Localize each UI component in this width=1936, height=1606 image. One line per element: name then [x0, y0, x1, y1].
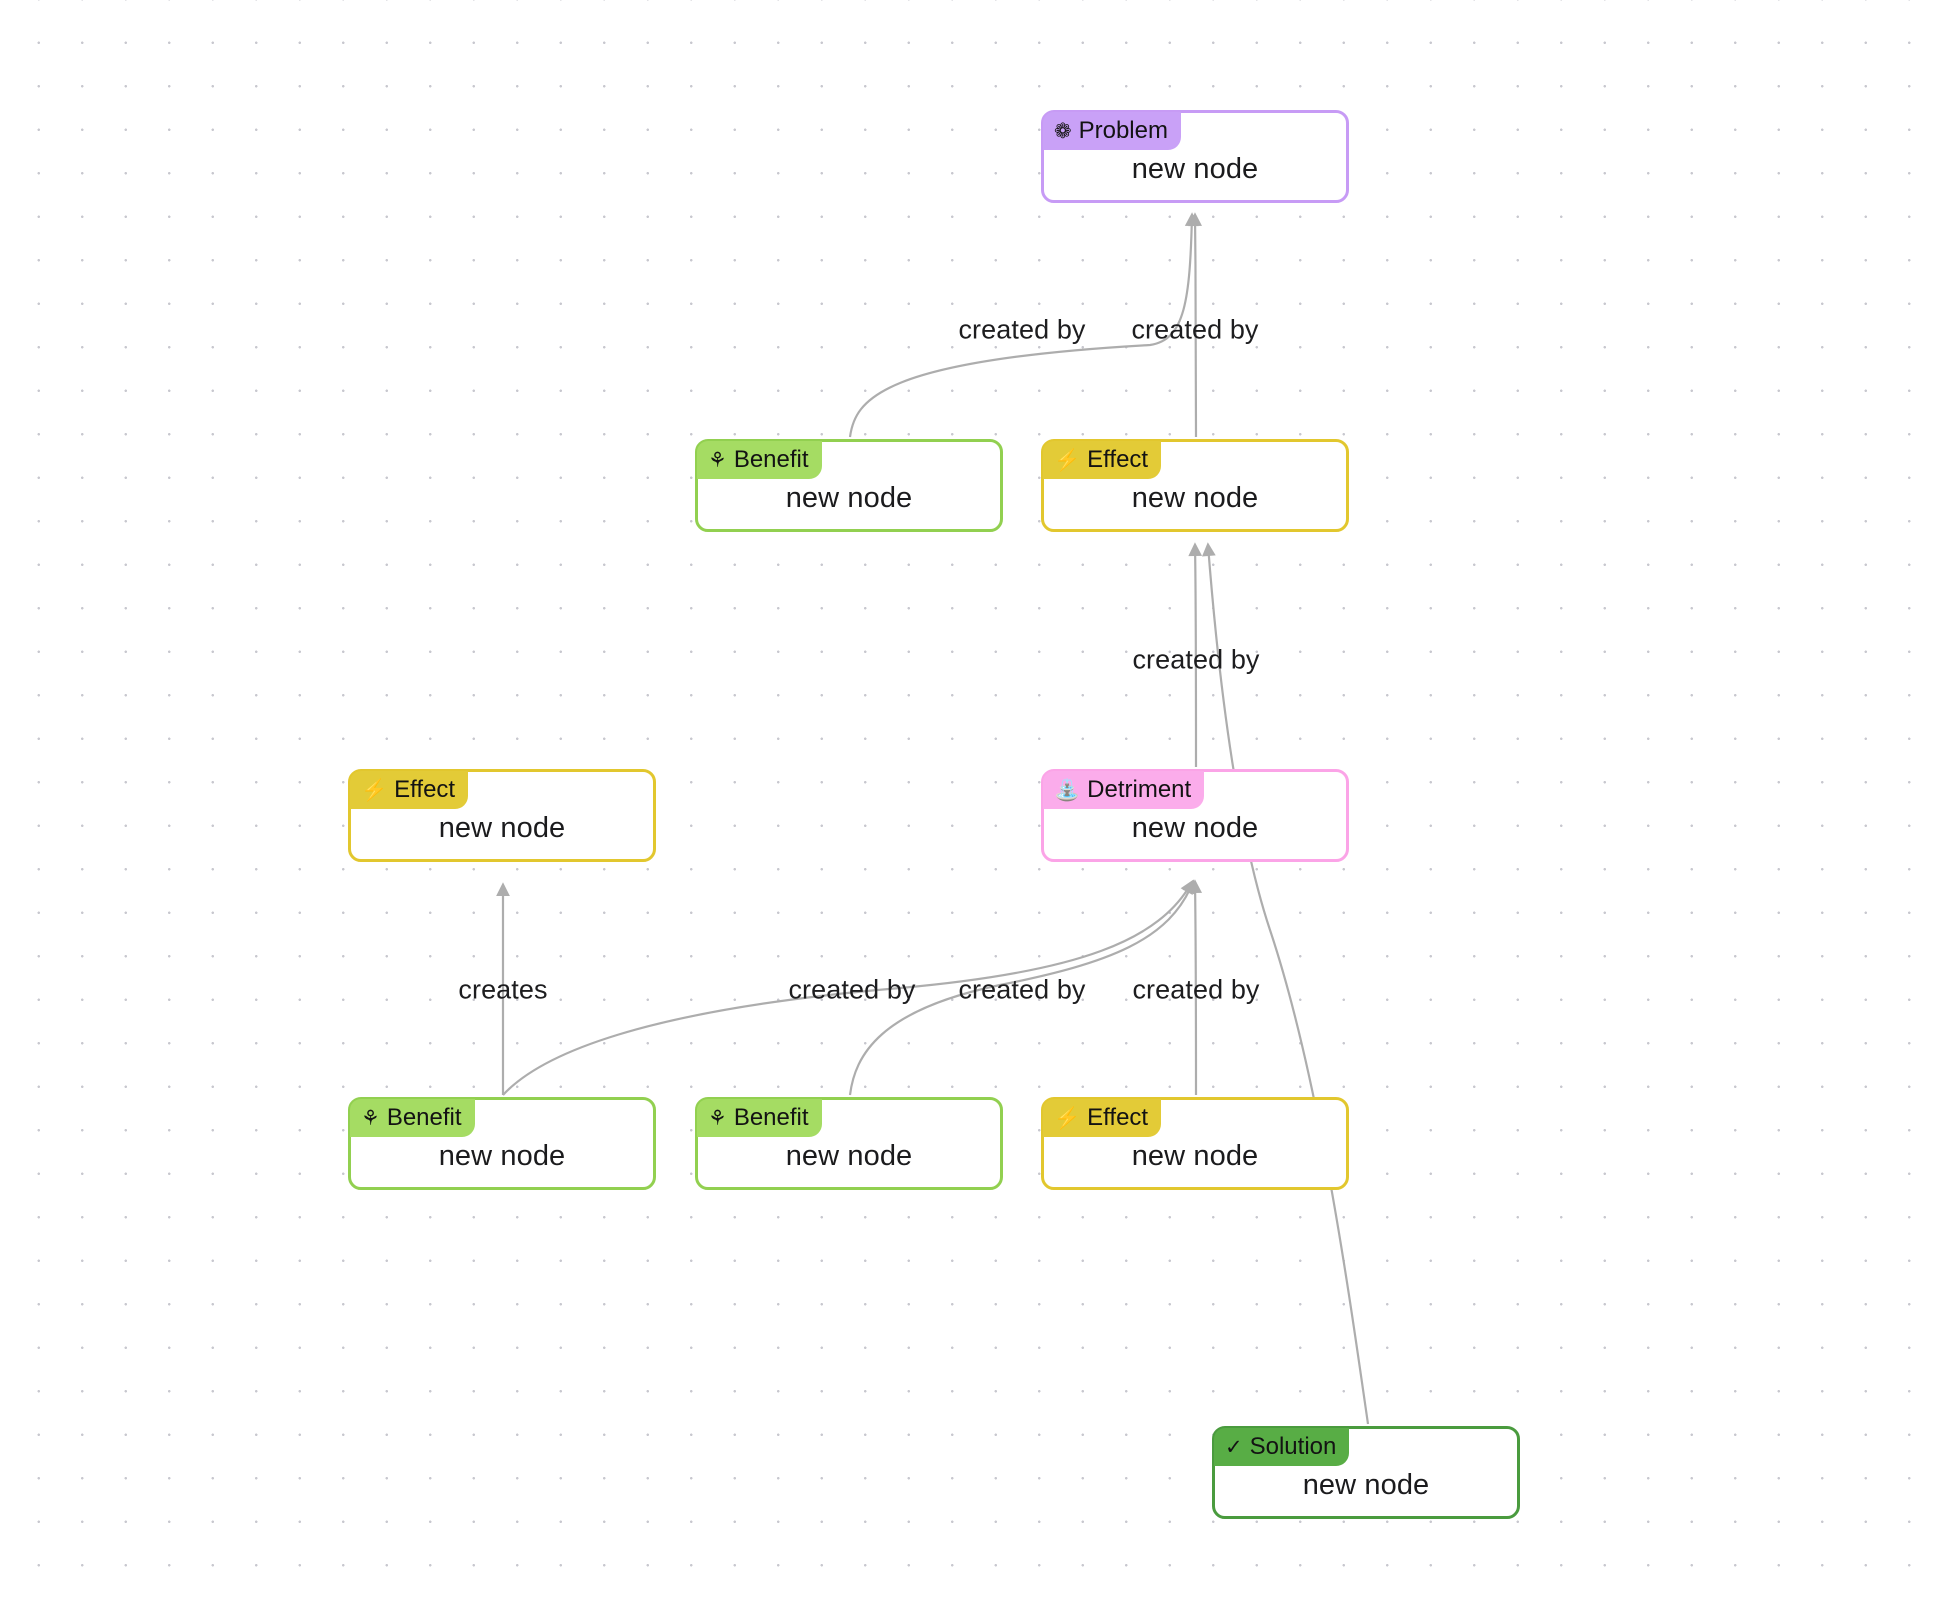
- node-type-badge[interactable]: ❁Problem: [1043, 112, 1181, 150]
- node-text[interactable]: new node: [438, 812, 566, 844]
- node-text[interactable]: new node: [438, 1140, 566, 1172]
- flooded-house-icon: ⛲: [1054, 778, 1081, 802]
- node-type-badge[interactable]: ⛲Detriment: [1043, 771, 1205, 809]
- node-type-label: Benefit: [733, 446, 809, 473]
- flower-icon: ⚘: [708, 1106, 727, 1130]
- node-type-label: Effect: [394, 776, 456, 803]
- node-text[interactable]: new node: [1302, 1469, 1430, 1501]
- edge-label: created by: [1131, 314, 1259, 345]
- node-type-badge[interactable]: ⚘Benefit: [350, 1099, 475, 1137]
- node-text[interactable]: new node: [1131, 812, 1259, 844]
- edge-label: created by: [1132, 644, 1260, 675]
- node-type-label: Benefit: [733, 1104, 809, 1131]
- node-type-badge[interactable]: ⚘Benefit: [697, 1099, 822, 1137]
- lightning-bolt-icon: ⚡: [1054, 448, 1081, 472]
- node-type-label: Problem: [1078, 117, 1168, 144]
- node-type-badge[interactable]: ⚘Benefit: [697, 441, 822, 479]
- node-text[interactable]: new node: [785, 482, 913, 514]
- edge-label: created by: [788, 974, 916, 1005]
- puzzle-piece-icon: ❁: [1054, 119, 1072, 143]
- node-type-label: Benefit: [386, 1104, 462, 1131]
- node-type-badge[interactable]: ⚡Effect: [350, 771, 469, 809]
- lightning-bolt-icon: ⚡: [361, 778, 388, 802]
- node-type-badge[interactable]: ⚡Effect: [1043, 1099, 1162, 1137]
- node-text[interactable]: new node: [785, 1140, 913, 1172]
- edge-label: created by: [1132, 974, 1260, 1005]
- node-text[interactable]: new node: [1131, 482, 1259, 514]
- node-type-label: Solution: [1249, 1433, 1337, 1460]
- node-type-badge[interactable]: ✓Solution: [1214, 1428, 1350, 1466]
- check-icon: ✓: [1225, 1435, 1243, 1459]
- edge-label: created by: [958, 314, 1086, 345]
- lightning-bolt-icon: ⚡: [1054, 1106, 1081, 1130]
- node-type-badge[interactable]: ⚡Effect: [1043, 441, 1162, 479]
- edge-label: creates: [458, 974, 548, 1005]
- edge-label: created by: [958, 974, 1086, 1005]
- flower-icon: ⚘: [708, 448, 727, 472]
- node-text[interactable]: new node: [1131, 153, 1259, 185]
- node-type-label: Detriment: [1087, 776, 1192, 803]
- flower-icon: ⚘: [361, 1106, 380, 1130]
- node-text[interactable]: new node: [1131, 1140, 1259, 1172]
- node-type-label: Effect: [1087, 1104, 1149, 1131]
- node-type-label: Effect: [1087, 446, 1149, 473]
